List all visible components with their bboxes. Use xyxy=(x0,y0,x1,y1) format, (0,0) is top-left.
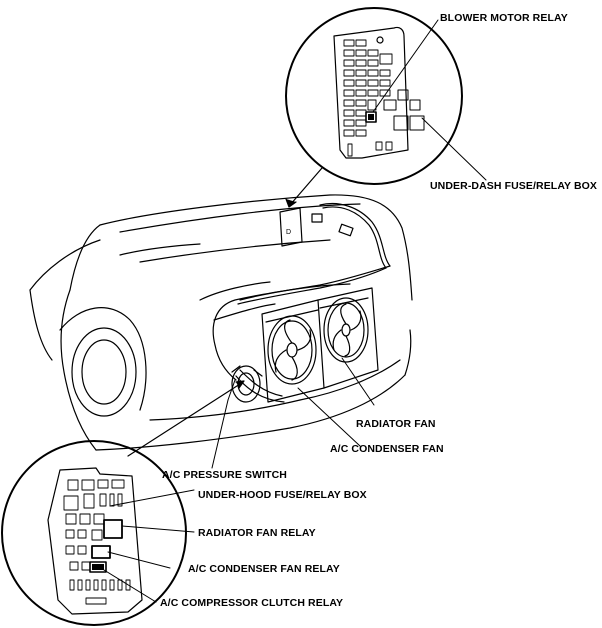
label-ac-condenser-fan-relay: A/C CONDENSER FAN RELAY xyxy=(188,563,340,575)
car-body xyxy=(29,194,413,451)
label-radiator-fan-relay: RADIATOR FAN RELAY xyxy=(198,527,316,539)
callout-leaders xyxy=(103,19,487,603)
label-radiator-fan: RADIATOR FAN xyxy=(356,418,436,430)
under-dash-panel: D xyxy=(279,207,303,247)
label-ac-pressure-switch: A/C PRESSURE SWITCH xyxy=(162,469,287,481)
wire-harness xyxy=(212,202,391,381)
under-dash-detail-circle xyxy=(285,7,463,208)
svg-text:D: D xyxy=(286,229,291,236)
label-ac-compressor-clutch-relay: A/C COMPRESSOR CLUTCH RELAY xyxy=(160,597,344,609)
label-under-dash-box: UNDER-DASH FUSE/RELAY BOX xyxy=(430,180,598,192)
label-under-hood-box: UNDER-HOOD FUSE/RELAY BOX xyxy=(198,489,367,501)
radiator-assembly xyxy=(231,287,379,403)
label-ac-condenser-fan: A/C CONDENSER FAN xyxy=(330,443,444,455)
under-hood-detail-circle xyxy=(1,380,245,626)
label-blower-motor-relay: BLOWER MOTOR RELAY xyxy=(440,12,568,24)
